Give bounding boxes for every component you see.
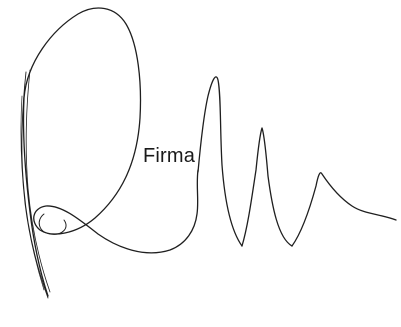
signature-field-label: Firma [143,145,196,167]
